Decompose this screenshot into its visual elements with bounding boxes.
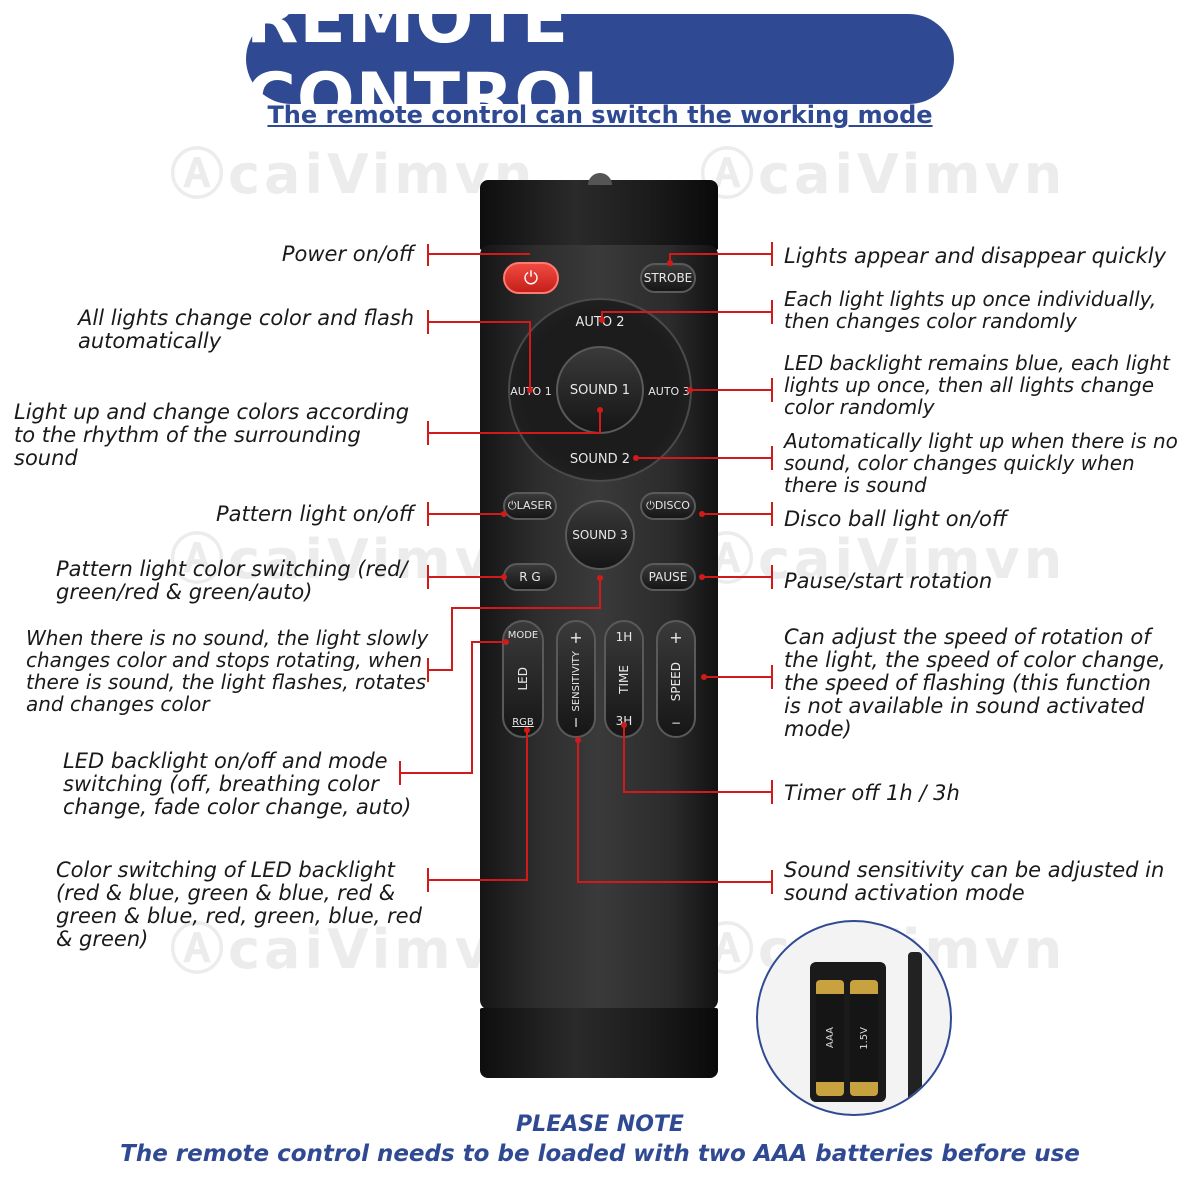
watermark: ⒶcaiVimvn [700,528,1067,591]
sensitivity-minus: I [574,715,578,730]
label-sound3: When there is no sound, the light slowly… [26,626,429,716]
label-sensitivity: Sound sensitivity can be adjusted in sou… [784,858,1165,905]
led-label: LED [516,667,530,691]
auto3-label: AUTO 3 [648,384,690,398]
label-sound1: Light up and change colors according to … [14,400,410,470]
strobe-button[interactable]: STROBE [640,263,696,293]
watermark: ⒶcaiVimvn [700,143,1067,206]
sound1-button[interactable]: SOUND 1 [556,346,644,434]
battery-cover [908,952,922,1112]
sound2-button[interactable]: SOUND 2 [566,448,634,470]
sound1-label: SOUND 1 [569,382,631,398]
time-rocker[interactable]: 1H TIME 3H [604,620,644,738]
label-auto1: All lights change color and flash automa… [78,306,415,353]
auto2-button[interactable]: AUTO 2 [570,310,630,334]
label-pause: Pause/start rotation [784,569,993,593]
label-time: Timer off 1h / 3h [784,781,960,805]
label-speed: Can adjust the speed of rotation of the … [784,625,1166,741]
time-3h: 3H [615,714,633,728]
label-rgb: Color switching of LED backlight (red & … [56,858,422,951]
label-power: Power on/off [281,242,414,266]
battery-voltage-label: 1.5V [858,1026,870,1050]
subtitle: The remote control can switch the workin… [267,101,933,129]
battery-inset: AAA 1.5V [756,920,952,1116]
disco-label: ⏻DISCO [646,499,690,512]
label-rg: Pattern light color switching (red/ gree… [56,557,408,604]
sensitivity-rocker[interactable]: + SENSITIVITY I [556,620,596,738]
laser-button[interactable]: ⏻LASER [503,492,557,520]
remote-bottom-cap [480,1008,718,1078]
speed-plus: + [669,628,683,647]
auto2-label: AUTO 2 [575,314,625,330]
battery-left: AAA [816,980,844,1096]
label-auto2: Each light lights up once individually, … [784,287,1157,333]
watermark: ⒶcaiVimvn [170,918,537,981]
watermark: ⒶcaiVimvn [170,143,537,206]
label-laser: Pattern light on/off [216,502,414,526]
label-mode: LED backlight on/off and mode switching … [63,749,412,819]
time-label: TIME [617,664,631,694]
rg-label: R G [519,570,541,584]
speed-minus: − [670,715,682,730]
label-auto3: LED backlight remains blue, each light l… [784,351,1170,419]
label-disco: Disco ball light on/off [784,507,1008,531]
sound2-label: SOUND 2 [569,451,631,467]
led-mode-rocker[interactable]: MODE LED RGB [502,620,544,738]
mode-label: MODE [507,630,539,641]
sound3-label: SOUND 3 [572,528,628,542]
rgb-label: RGB [512,716,534,728]
auto1-label: AUTO 1 [510,384,552,398]
battery-right: 1.5V [850,980,878,1096]
remote-top-cap [480,180,718,250]
disco-button[interactable]: ⏻DISCO [640,492,696,520]
auto1-button[interactable]: AUTO 1 [510,380,552,402]
sound3-button[interactable]: SOUND 3 [565,500,635,570]
label-strobe: Lights appear and disappear quickly [784,244,1167,268]
sensitivity-plus: + [569,628,583,647]
page-title: REMOTE CONTROL [246,0,618,138]
pause-label: PAUSE [648,570,688,584]
laser-label: ⏻LASER [507,499,553,512]
speed-label: SPEED [669,661,683,702]
power-icon: ⏻ [523,267,539,289]
title-banner: REMOTE CONTROL [246,0,954,138]
pause-button[interactable]: PAUSE [640,563,696,591]
rg-button[interactable]: R G [503,563,557,591]
strobe-label: STROBE [643,271,693,285]
label-sound2: Automatically light up when there is no … [784,429,1178,497]
speed-rocker[interactable]: + SPEED − [656,620,696,738]
note-text: The remote control needs to be loaded wi… [120,1141,1080,1167]
ir-emitter [588,173,612,185]
time-1h: 1H [615,630,633,644]
power-button[interactable]: ⏻ [503,262,559,294]
sensitivity-label: SENSITIVITY [570,651,582,712]
battery-type-label: AAA [824,1027,836,1049]
note-heading: PLEASE NOTE [516,1112,684,1137]
auto3-button[interactable]: AUTO 3 [648,380,690,402]
